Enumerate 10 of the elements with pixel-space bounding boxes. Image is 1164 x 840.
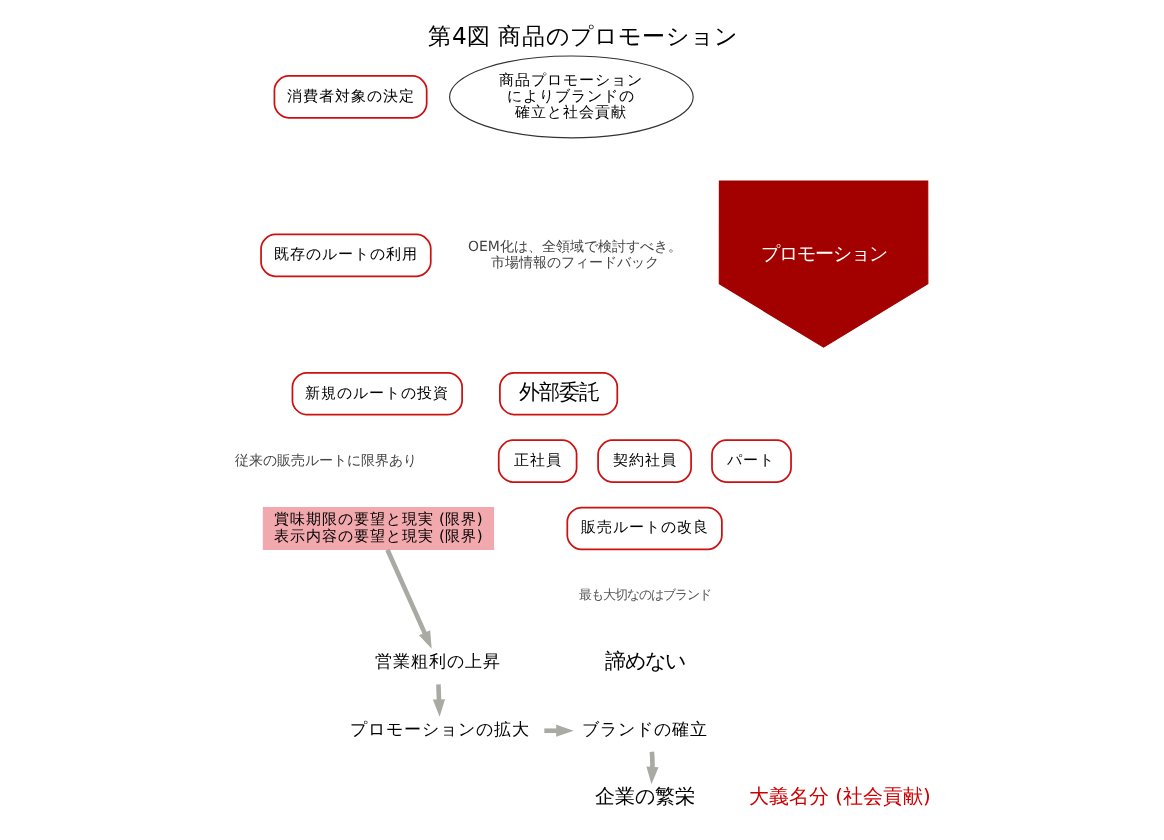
node-text: ブランドの確立 xyxy=(580,720,707,741)
arrow xyxy=(543,724,573,737)
arrow xyxy=(384,548,431,649)
node-text: プロモーションの拡大 xyxy=(349,720,530,741)
diagram-title: 第4図 商品のプロモーション xyxy=(426,22,738,51)
node-text: 企業の繁栄 xyxy=(593,786,694,809)
node-text: 営業粗利の上昇 xyxy=(373,653,500,674)
label: 大義名分 (社会貢献) xyxy=(748,786,930,809)
node-box: 外部委託 xyxy=(498,371,618,416)
label: 諦めない xyxy=(603,650,684,675)
